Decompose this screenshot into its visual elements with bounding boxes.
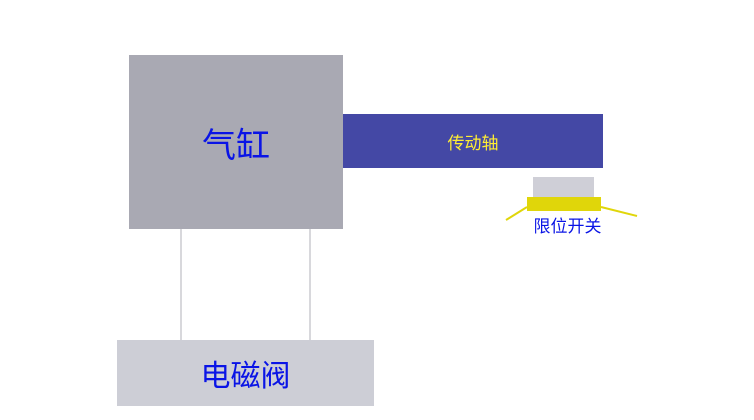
cylinder-label: 气缸 <box>202 125 270 166</box>
limit-switch-lever-right <box>600 206 638 217</box>
solenoid-valve-label: 电磁阀 <box>200 359 291 394</box>
solenoid-valve-block <box>117 340 374 406</box>
drive-shaft <box>343 114 603 168</box>
limit-switch-label: 限位开关 <box>533 216 602 237</box>
limit-switch-base <box>527 197 601 211</box>
limit-switch-body <box>533 177 594 197</box>
drive-shaft-label: 传动轴 <box>447 133 499 154</box>
cylinder-block <box>129 55 343 229</box>
limit-switch-lever-left <box>505 206 528 221</box>
